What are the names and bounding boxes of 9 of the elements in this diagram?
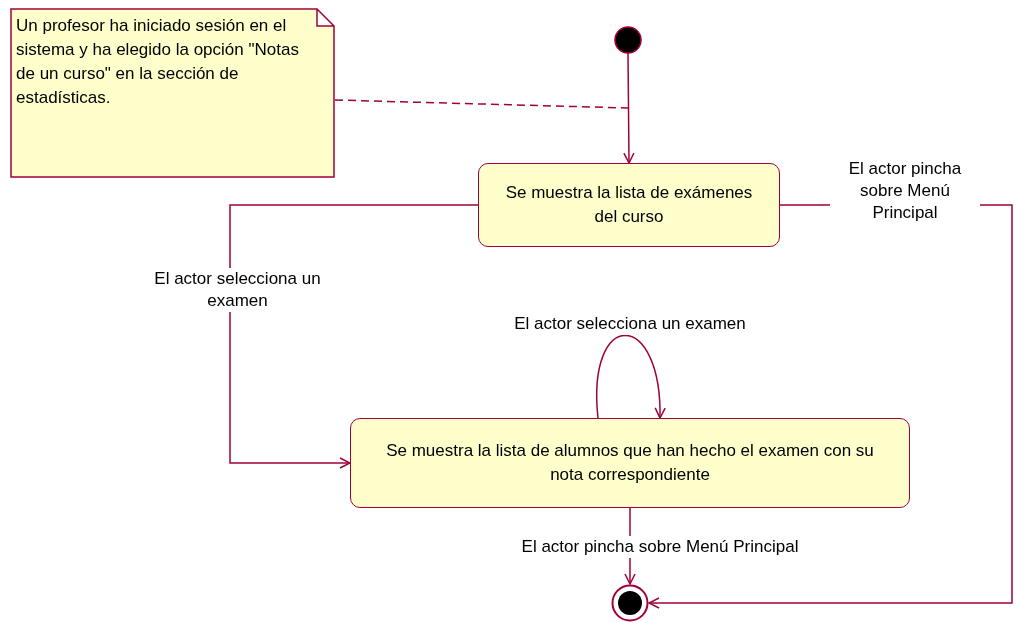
state-box: Se muestra la lista de exámenes del curso: [478, 163, 780, 247]
initial-state: [614, 26, 642, 54]
state-box: Se muestra la lista de alumnos que han hecho el examen con su nota correspondiente: [350, 418, 910, 508]
transition-arrow: [596, 334, 666, 419]
note-box: Un profesor ha iniciado sesión en el sistema y ha elegido la opción "Notas de un curso" en la sección de estadísticas.: [10, 8, 335, 178]
transition-arrow: [623, 52, 635, 164]
anchor-line: [334, 99, 629, 109]
transition-arrow: [229, 204, 479, 469]
final-state: [611, 584, 649, 622]
